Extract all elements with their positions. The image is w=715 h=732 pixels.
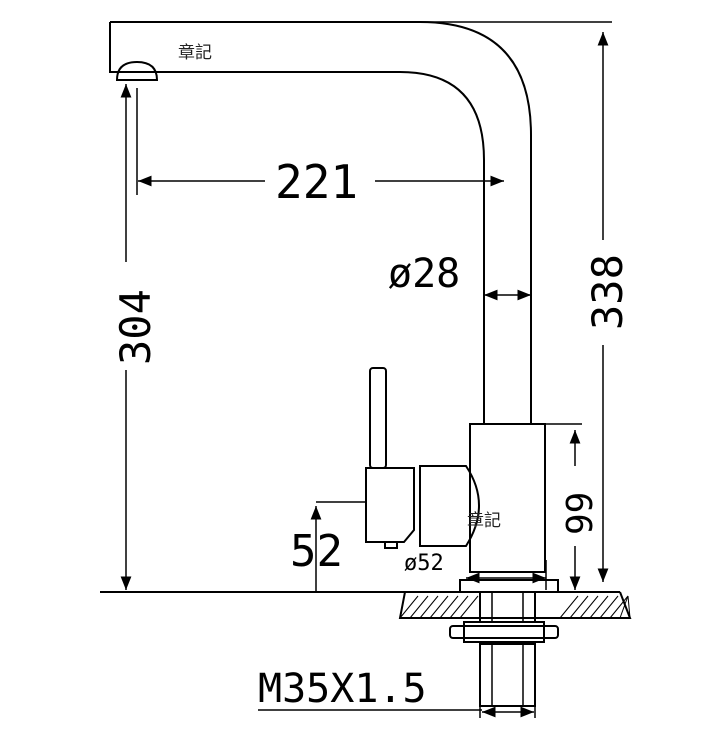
mounting-shank bbox=[449, 591, 559, 707]
hatch-line bbox=[579, 595, 599, 619]
hatch-line bbox=[419, 595, 439, 619]
hatch-line bbox=[439, 595, 459, 619]
handle-hub bbox=[419, 465, 480, 547]
dimension-base-diameter: ø52 bbox=[404, 551, 547, 590]
watermark-body: 章記 bbox=[467, 511, 501, 531]
hatch-line bbox=[449, 595, 469, 619]
dimension-body-height: 99 bbox=[546, 423, 601, 590]
dimension-handle-height: 52 bbox=[290, 501, 366, 592]
hatch-line bbox=[429, 595, 449, 619]
body-height-label: 99 bbox=[560, 492, 601, 535]
hatch-line bbox=[599, 595, 619, 619]
hatch-line bbox=[559, 595, 579, 619]
watermark-top: 章記 bbox=[178, 43, 212, 63]
hatch-line bbox=[627, 595, 631, 619]
handle-lever bbox=[365, 367, 415, 549]
handle-height-label: 52 bbox=[290, 526, 343, 577]
hatch-line bbox=[409, 595, 429, 619]
dimension-thread: M35X1.5 bbox=[258, 666, 536, 718]
spout-diameter-label: ø28 bbox=[388, 251, 460, 297]
total-height-label: 338 bbox=[583, 254, 632, 330]
hatch-line bbox=[589, 595, 609, 619]
hatch-line bbox=[399, 595, 419, 619]
faucet-body bbox=[469, 423, 546, 573]
hatch-line bbox=[459, 595, 479, 619]
counter-top bbox=[100, 591, 632, 619]
spout-height-label: 304 bbox=[111, 289, 160, 365]
hatch-line bbox=[609, 595, 629, 619]
hatch-line bbox=[619, 595, 629, 619]
dimension-spout-diameter: ø28 bbox=[388, 251, 531, 301]
reach-label: 221 bbox=[275, 155, 358, 209]
aerator-nozzle bbox=[115, 60, 159, 81]
spout-outline bbox=[109, 21, 532, 423]
dimension-spout-height: 304 bbox=[111, 84, 160, 590]
dimension-reach: 221 bbox=[136, 88, 504, 209]
base-flange bbox=[459, 579, 559, 593]
base-diameter-label: ø52 bbox=[404, 551, 444, 576]
thread-label: M35X1.5 bbox=[258, 666, 427, 712]
dimension-total-height: 338 bbox=[110, 21, 632, 593]
hatch-line bbox=[569, 595, 589, 619]
